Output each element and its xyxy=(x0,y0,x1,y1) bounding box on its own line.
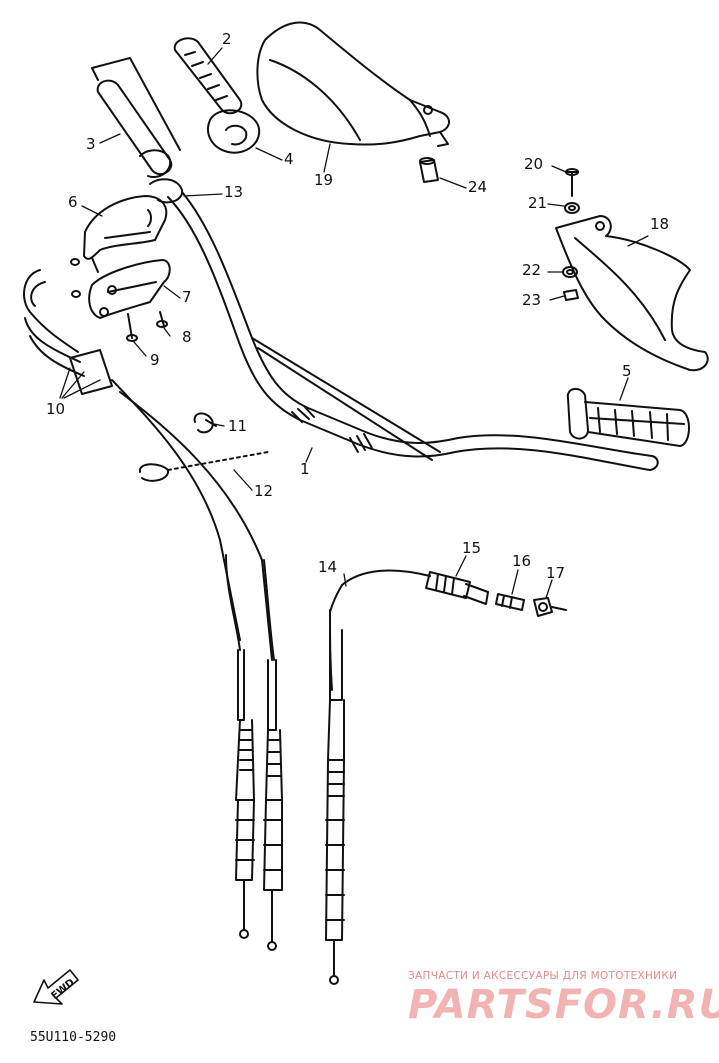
screw-clamp-top xyxy=(70,258,81,298)
handlebar-tube xyxy=(167,191,659,471)
screw-20 xyxy=(565,168,579,197)
callout-6: 6 xyxy=(68,193,78,211)
throttle-cables xyxy=(23,269,283,951)
cable-adjuster-15 xyxy=(425,571,489,605)
lower-switch-housing xyxy=(88,259,171,319)
cable-tie xyxy=(138,451,269,482)
callout-3: 3 xyxy=(86,135,96,153)
throttle-grip xyxy=(173,37,261,154)
callout-9: 9 xyxy=(150,351,160,369)
right-handguard xyxy=(555,215,709,372)
callout-10: 10 xyxy=(46,400,66,418)
forward-arrow xyxy=(33,969,79,1005)
callout-18: 18 xyxy=(650,215,670,233)
clutch-cable xyxy=(325,569,431,985)
callout-16: 16 xyxy=(512,552,532,570)
callout-2: 2 xyxy=(222,30,232,48)
callout-8: 8 xyxy=(182,328,192,346)
screw-8 xyxy=(156,311,168,328)
cable-clip xyxy=(193,412,217,434)
collar xyxy=(419,157,439,183)
callout-17: 17 xyxy=(546,564,566,582)
watermark-tagline: ЗАПЧАСТИ И АКСЕССУАРЫ ДЛЯ МОТОТЕХНИКИ xyxy=(408,970,678,982)
callout-1: 1 xyxy=(300,460,310,478)
screw-9 xyxy=(126,313,138,342)
callout-7: 7 xyxy=(182,288,192,306)
callout-4: 4 xyxy=(284,150,294,168)
leader-lines xyxy=(59,47,649,599)
nut-23 xyxy=(563,289,579,301)
callout-13: 13 xyxy=(224,183,244,201)
callout-22: 22 xyxy=(522,261,542,279)
callout-24: 24 xyxy=(468,178,488,196)
left-grip xyxy=(91,57,184,204)
callout-14: 14 xyxy=(318,558,338,576)
adjuster-bolt-16 xyxy=(495,593,525,611)
washer-21 xyxy=(564,202,580,214)
right-grip xyxy=(566,387,690,447)
callout-15: 15 xyxy=(462,539,482,557)
callout-11: 11 xyxy=(228,417,248,435)
locknut-17 xyxy=(533,597,567,617)
callout-19: 19 xyxy=(314,171,334,189)
callout-12: 12 xyxy=(254,482,274,500)
drawing-code: 55U110-5290 xyxy=(30,1030,117,1045)
callout-21: 21 xyxy=(528,194,548,212)
left-handguard xyxy=(256,21,450,147)
upper-switch-housing xyxy=(83,195,168,273)
callout-20: 20 xyxy=(524,155,544,173)
callout-23: 23 xyxy=(522,291,542,309)
callout-5: 5 xyxy=(622,362,632,380)
watermark-logo: PARTSFOR.RU xyxy=(408,982,719,1028)
